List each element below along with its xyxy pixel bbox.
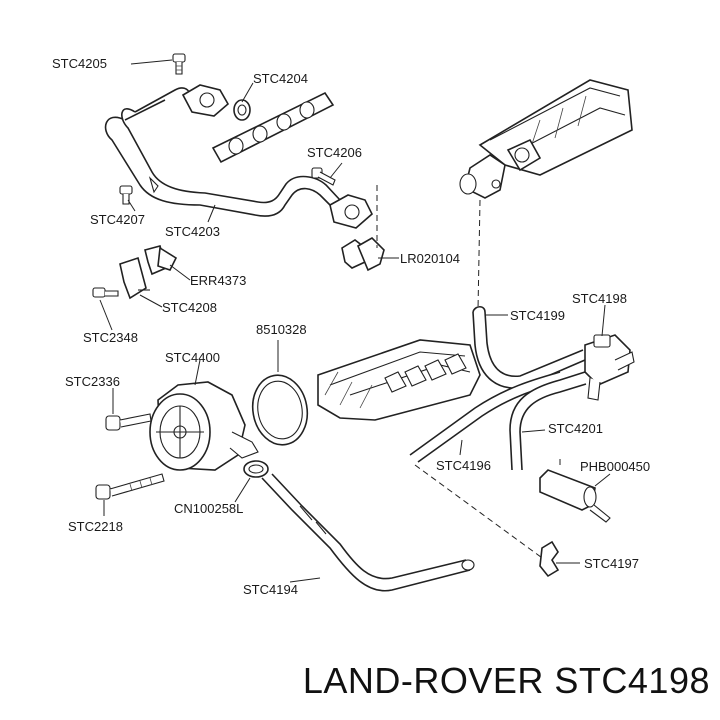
- label-stc2218: STC2218: [68, 519, 123, 534]
- dashed-leaders: [376, 185, 561, 561]
- clip-stc4197: [539, 540, 560, 578]
- engine-block: [317, 339, 481, 421]
- hose-stc4201: [509, 371, 587, 471]
- label-stc4201: STC4201: [548, 421, 603, 436]
- label-stc4196: STC4196: [436, 458, 491, 473]
- label-stc4207: STC4207: [90, 212, 145, 227]
- label-stc2348: STC2348: [83, 330, 138, 345]
- bolt-stc2336: [105, 413, 152, 431]
- label-phb000450: PHB000450: [580, 459, 650, 474]
- elbow-fitting: [459, 154, 506, 199]
- label-stc4194: STC4194: [243, 582, 298, 597]
- bolt-stc4205: [172, 53, 186, 75]
- label-err4373: ERR4373: [190, 273, 246, 288]
- gasket-ring-stc4204: [233, 99, 251, 121]
- label-cn100258l: CN100258L: [174, 501, 243, 516]
- o-ring-8510328: [251, 374, 309, 446]
- label-stc4198: STC4198: [572, 291, 627, 306]
- intake-manifold: [478, 79, 633, 176]
- flange-lower: [329, 194, 373, 229]
- bracket-stc4208: [119, 256, 150, 300]
- hose-stc4194: [261, 473, 475, 592]
- label-stc4204: STC4204: [253, 71, 308, 86]
- bracket-err4373: [144, 245, 178, 276]
- manifold-gasket-stc4204: [211, 91, 335, 164]
- flange-top: [181, 84, 230, 117]
- leader-lines: [99, 59, 611, 583]
- label-stc4197: STC4197: [584, 556, 639, 571]
- hose-clip-cn100258l: [243, 460, 269, 478]
- label-stc4208: STC4208: [162, 300, 217, 315]
- bolt-stc4207: [119, 185, 133, 205]
- vacuum-pump-stc4400: [149, 381, 259, 471]
- filter-phb000450: [539, 469, 611, 523]
- label-stc4199: STC4199: [510, 308, 565, 323]
- solenoid-valve-stc4198: [584, 334, 635, 401]
- bolt-stc4206: [311, 167, 336, 186]
- label-stc4400: STC4400: [165, 350, 220, 365]
- bolt-stc2218: [95, 473, 165, 500]
- label-stc4203: STC4203: [165, 224, 220, 239]
- clip-lr020104: [341, 237, 385, 272]
- bolt-stc2348: [92, 287, 119, 298]
- label-lr020104: LR020104: [400, 251, 460, 266]
- label-stc4206: STC4206: [307, 145, 362, 160]
- label-8510328: 8510328: [256, 322, 307, 337]
- footer-title: LAND-ROVER STC4198: [302, 660, 710, 701]
- label-stc4205: STC4205: [52, 56, 107, 71]
- label-stc2336: STC2336: [65, 374, 120, 389]
- hose-stc4199: [472, 305, 586, 389]
